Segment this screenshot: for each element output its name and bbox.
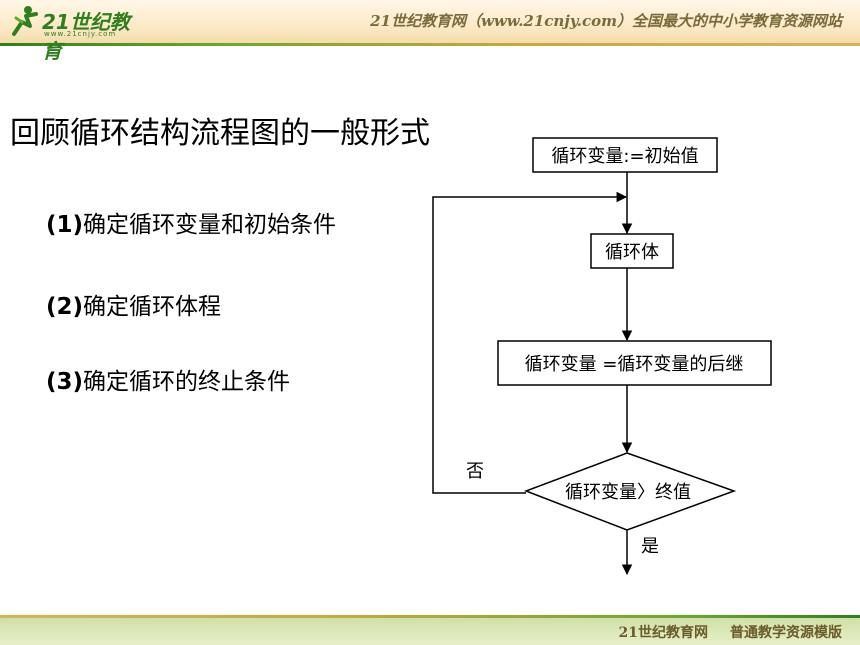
- body-box: [590, 233, 674, 269]
- header-divider: [0, 43, 860, 46]
- step-2-text: 确定循环体程: [83, 294, 222, 320]
- yes-label: 是: [641, 536, 659, 557]
- footer-site: 21世纪教育网: [618, 625, 708, 641]
- update-box-label: 循环变量 =循环变量的后继: [525, 354, 744, 375]
- site-title: 21世纪教育网（www.21cnjy.com）全国最大的中小学教育资源网站: [370, 12, 842, 30]
- step-3: (3)确定循环的终止条件: [46, 362, 290, 396]
- logo-url: www.21cnjy.com: [44, 30, 117, 38]
- header-bar: [0, 0, 860, 46]
- decision-label: 循环变量〉终值: [565, 482, 691, 503]
- site-logo: 21世纪教育 www.21cnjy.com: [8, 4, 148, 63]
- page-title: 回顾循环结构流程图的一般形式: [10, 116, 430, 151]
- step-3-number: (3): [46, 369, 84, 395]
- step-3-text: 确定循环的终止条件: [83, 369, 291, 395]
- init-box: [532, 137, 718, 173]
- step-1-number: (1): [46, 212, 84, 238]
- footer-text: 21世纪教育网 普通教学资源模版: [619, 622, 842, 642]
- runner-icon: [12, 6, 38, 36]
- footer-divider: [0, 615, 860, 618]
- footer-slogan: 普通教学资源模版: [730, 625, 842, 641]
- step-2: (2)确定循环体程: [46, 287, 221, 321]
- footer-bar: [0, 618, 860, 645]
- step-1-text: 确定循环变量和初始条件: [83, 212, 337, 238]
- loop-back-arrow: [432, 191, 628, 494]
- step-1: (1)确定循环变量和初始条件: [46, 205, 336, 239]
- logo-text: 21世纪教育: [42, 10, 130, 63]
- step-2-number: (2): [46, 294, 84, 320]
- update-box: [497, 340, 772, 386]
- init-box-label: 循环变量:=初始值: [551, 146, 698, 167]
- body-box-label: 循环体: [605, 242, 659, 263]
- no-label: 否: [466, 461, 484, 482]
